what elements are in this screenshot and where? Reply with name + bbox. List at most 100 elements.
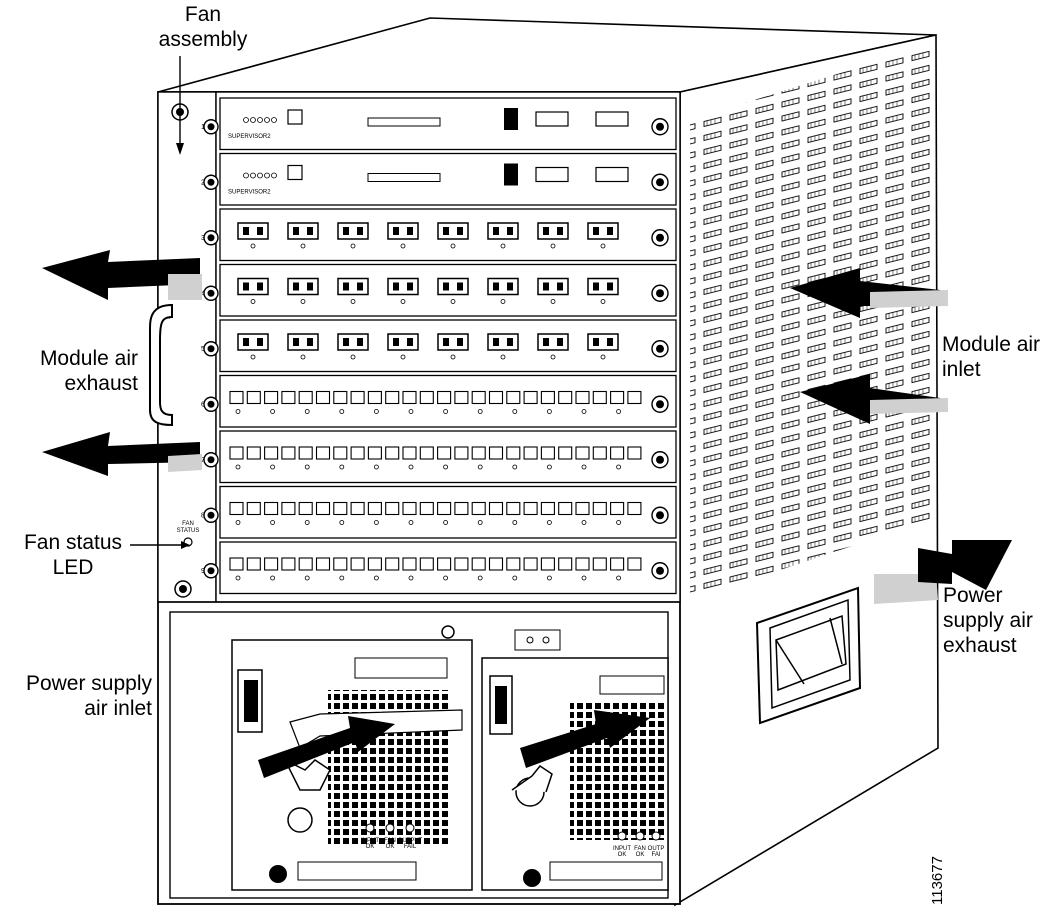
fiber-port bbox=[537, 333, 569, 351]
rj45-port bbox=[385, 446, 400, 460]
fiber-port bbox=[337, 277, 369, 296]
rj45-port bbox=[506, 501, 521, 516]
rj45-port bbox=[558, 501, 573, 516]
fan-status-led-text: Fan status LED bbox=[23, 531, 123, 579]
center-screw bbox=[441, 625, 455, 639]
rj45-port bbox=[246, 501, 261, 516]
rj45-port bbox=[229, 557, 244, 571]
rj45-port bbox=[281, 446, 296, 460]
fiber-port bbox=[437, 222, 469, 240]
rj45-port bbox=[350, 446, 365, 460]
rj45-port bbox=[246, 557, 261, 571]
rj45-port bbox=[506, 390, 521, 405]
fiber-port bbox=[487, 277, 519, 296]
rj45-port bbox=[454, 557, 469, 571]
rj45-port bbox=[488, 390, 504, 405]
rj45-port bbox=[246, 390, 261, 405]
svg-text:INPUT: INPUT bbox=[613, 846, 631, 852]
rj45-port bbox=[402, 501, 417, 516]
slot-number-2: 2 bbox=[201, 179, 205, 186]
rj45-port bbox=[385, 390, 400, 405]
rj45-port bbox=[385, 557, 400, 571]
svg-text:OK: OK bbox=[366, 844, 375, 850]
rj45-port bbox=[298, 446, 313, 460]
rj45-port bbox=[333, 557, 348, 571]
rj45-port bbox=[333, 501, 348, 516]
module-inlet-arrows bbox=[790, 268, 948, 424]
supervisor-label: SUPERVISOR2 bbox=[228, 190, 271, 196]
slot-number-5: 5 bbox=[201, 346, 205, 353]
rj45-port bbox=[333, 390, 348, 405]
svg-text:FAN: FAN bbox=[634, 846, 646, 852]
rj45-port bbox=[592, 501, 607, 516]
module-air-exhaust-label: Module air exhaust bbox=[20, 346, 138, 396]
slot-number-9: 9 bbox=[201, 568, 205, 575]
rj45-port bbox=[315, 390, 331, 405]
rj45-port bbox=[298, 390, 313, 405]
rj45-port bbox=[558, 446, 573, 460]
rj45-port bbox=[575, 390, 590, 405]
svg-text:OUTPUT: OUTPUT bbox=[398, 838, 423, 844]
fan-assembly-label: Fan assembly bbox=[148, 2, 258, 52]
rj45-port bbox=[523, 446, 538, 460]
svg-text:INPUT: INPUT bbox=[361, 838, 379, 844]
svg-text:OUTP: OUTP bbox=[648, 846, 665, 852]
module-air-inlet-text: Module air inlet bbox=[942, 333, 1041, 381]
fiber-port bbox=[287, 222, 319, 240]
power-supply-exhaust-arrow bbox=[874, 540, 1012, 604]
rj45-port bbox=[454, 446, 469, 460]
fiber-port bbox=[587, 222, 619, 240]
module-air-inlet-label: Module air inlet bbox=[942, 332, 1060, 382]
rj45-port bbox=[437, 501, 452, 516]
rj45-port bbox=[575, 446, 590, 460]
rj45-port bbox=[627, 557, 642, 571]
svg-text:OK: OK bbox=[636, 852, 645, 858]
rj45-port bbox=[264, 501, 279, 516]
fiber-port bbox=[437, 277, 469, 296]
rj45-port bbox=[610, 557, 625, 571]
rj45-port bbox=[610, 501, 625, 516]
slot-number-1: 1 bbox=[201, 124, 205, 131]
fiber-port bbox=[237, 222, 269, 240]
rj45-port bbox=[298, 557, 313, 571]
power-supply-air-exhaust-text: Power supply air exhaust bbox=[943, 584, 1033, 657]
rj45-port bbox=[610, 390, 625, 405]
rj45-port bbox=[454, 390, 469, 405]
rj45-port bbox=[367, 501, 382, 516]
svg-text:OK: OK bbox=[386, 844, 395, 850]
fiber-port bbox=[387, 333, 419, 351]
rj45-port bbox=[575, 501, 590, 516]
rj45-port bbox=[315, 446, 331, 460]
rj45-port bbox=[315, 557, 331, 571]
fiber-port bbox=[337, 333, 369, 351]
slot-number-4: 4 bbox=[201, 290, 205, 297]
rj45-port bbox=[315, 501, 331, 516]
fiber-port bbox=[587, 277, 619, 296]
svg-text:FAN: FAN bbox=[182, 521, 194, 527]
rj45-port bbox=[540, 390, 555, 405]
rj45-port bbox=[488, 557, 504, 571]
rj45-port bbox=[523, 501, 538, 516]
rj45-port bbox=[419, 390, 434, 405]
rj45-port bbox=[610, 446, 625, 460]
rj45-port bbox=[592, 446, 607, 460]
fiber-port bbox=[487, 222, 519, 240]
rj45-port bbox=[540, 446, 555, 460]
rj45-port bbox=[627, 446, 642, 460]
rj45-port bbox=[540, 501, 555, 516]
rj45-port bbox=[592, 557, 607, 571]
svg-text:FAI: FAI bbox=[651, 852, 660, 858]
rj45-port bbox=[471, 501, 486, 516]
rj45-port bbox=[558, 557, 573, 571]
fiber-port bbox=[387, 222, 419, 240]
slot-number-8: 8 bbox=[201, 512, 205, 519]
svg-text:FAIL: FAIL bbox=[404, 844, 417, 850]
rj45-port bbox=[592, 390, 607, 405]
rj45-port bbox=[523, 390, 538, 405]
rj45-port bbox=[281, 390, 296, 405]
rj45-port bbox=[350, 390, 365, 405]
rj45-port bbox=[402, 446, 417, 460]
side-handle bbox=[755, 586, 862, 725]
fiber-port bbox=[287, 277, 319, 296]
